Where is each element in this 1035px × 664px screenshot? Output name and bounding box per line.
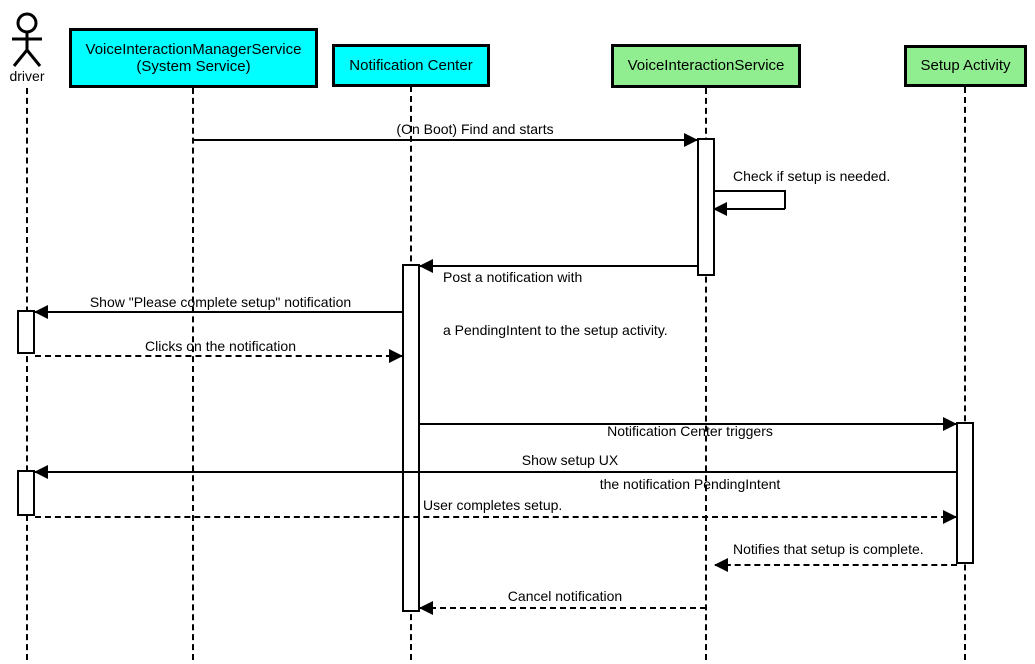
message-arrowhead-5 — [389, 349, 403, 363]
message-line-6 — [420, 423, 957, 425]
participant-label-line2: (System Service) — [136, 58, 251, 75]
message-line-8 — [35, 516, 957, 518]
message-label-5: Clicks on the notification — [145, 338, 296, 354]
message-line-10 — [420, 607, 706, 609]
message-arrowhead-8 — [943, 510, 957, 524]
participant-label: VoiceInteractionService — [627, 57, 785, 75]
message-label-2: Check if setup is needed. — [733, 168, 891, 184]
message-label-4: Show "Please complete setup" notificatio… — [89, 294, 352, 310]
message-label-10: Cancel notification — [507, 588, 623, 604]
message-label-7: Show setup UX — [521, 452, 619, 468]
message-line-5 — [35, 355, 402, 357]
lifeline-vims — [192, 88, 194, 660]
participant-label-wrap: VoiceInteractionManagerService (System S… — [86, 41, 302, 76]
message-label-6-line1: Notification Center triggers — [607, 423, 773, 439]
participant-label-line1: VoiceInteractionManagerService — [85, 40, 302, 58]
activation-notification-center-1 — [402, 264, 420, 612]
activation-setup-activity-1 — [956, 422, 974, 564]
stick-figure-icon — [12, 12, 42, 67]
message-label-6: Notification Center triggers the notific… — [435, 388, 945, 528]
participant-voiceinteractionmanagerservice[interactable]: VoiceInteractionManagerService (System S… — [69, 28, 318, 88]
lifeline-driver — [26, 88, 28, 660]
lifeline-voice-interaction-service — [705, 88, 707, 660]
message-label-3-line1: Post a notification with — [443, 269, 583, 285]
message-arrowhead-10 — [419, 601, 433, 615]
participant-notification-center[interactable]: Notification Center — [332, 44, 490, 87]
message-self-right-2 — [784, 190, 786, 209]
participant-label: Notification Center — [349, 56, 473, 74]
message-line-7 — [35, 471, 957, 473]
message-label-9: Notifies that setup is complete. — [733, 541, 924, 557]
message-arrowhead-9 — [714, 558, 728, 572]
message-line-1 — [192, 139, 698, 141]
message-label-3-line2: a PendingIntent to the setup activity. — [443, 321, 668, 338]
activation-driver-2 — [17, 470, 35, 516]
message-label-1: (On Boot) Find and starts — [396, 121, 554, 137]
message-line-4 — [35, 311, 404, 313]
message-arrowhead-4 — [34, 305, 48, 319]
message-label-8: User completes setup. — [423, 497, 563, 513]
message-line-3 — [420, 265, 698, 267]
message-label-3: Post a notification with a PendingIntent… — [443, 234, 668, 374]
activation-driver-1 — [17, 310, 35, 354]
participant-label: Setup Activity — [920, 57, 1011, 75]
participant-voiceinteractionservice[interactable]: VoiceInteractionService — [611, 44, 801, 88]
participant-setup-activity[interactable]: Setup Activity — [904, 45, 1027, 87]
message-arrowhead-3 — [419, 259, 433, 273]
actor-driver — [5, 12, 50, 68]
message-self-top-2 — [715, 190, 785, 192]
actor-driver-label: driver — [9, 68, 45, 84]
lifeline-setup-activity — [964, 87, 966, 660]
message-line-9 — [715, 564, 957, 566]
message-label-6-line2: the notification PendingIntent — [599, 475, 781, 492]
message-self-bottom-2 — [715, 208, 785, 210]
message-arrowhead-2 — [713, 202, 727, 216]
message-arrowhead-7 — [34, 465, 48, 479]
message-arrowhead-1 — [684, 133, 698, 147]
message-arrowhead-6 — [943, 417, 957, 431]
